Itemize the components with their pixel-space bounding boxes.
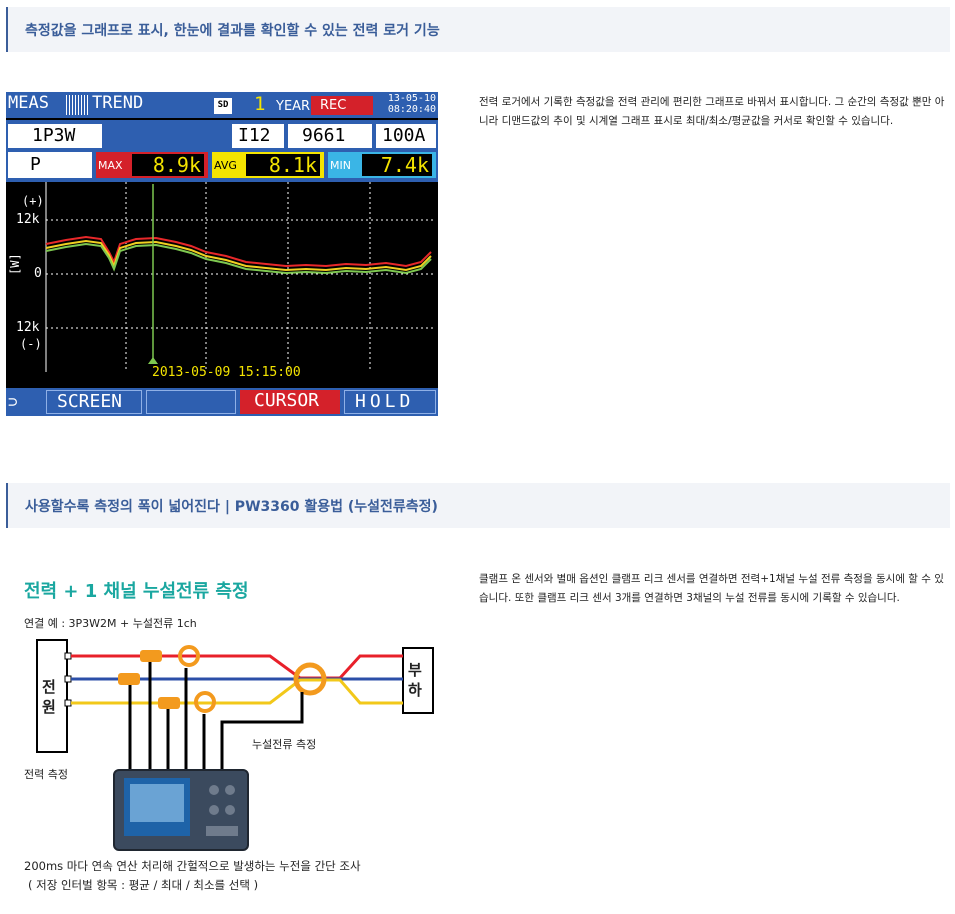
trace-red bbox=[45, 235, 432, 268]
y-plus-label: (+) bbox=[22, 194, 44, 208]
screen-button[interactable]: SCREEN bbox=[46, 390, 142, 414]
diagram-title: 전력 + 1 채널 누설전류 측정 bbox=[24, 581, 249, 602]
min-label: MIN bbox=[330, 159, 351, 172]
source-box bbox=[36, 639, 68, 753]
logger-description: 전력 로거에서 기록한 측정값을 전력 관리에 편리한 그래프로 바꿔서 표시합… bbox=[479, 96, 945, 127]
tab-trend[interactable]: TREND bbox=[92, 93, 144, 113]
logger-screen: MEAS TREND SD 1 YEAR REC 13-05-10 08:20:… bbox=[6, 92, 438, 416]
screen-date: 13-05-10 bbox=[387, 93, 436, 104]
clamp-sensor-4 bbox=[178, 645, 200, 770]
graph-grid bbox=[46, 182, 436, 372]
wiring-diagram bbox=[36, 639, 434, 851]
y-unit-label: [W] bbox=[8, 253, 22, 275]
y-bottom-label: 12k bbox=[16, 320, 40, 335]
leakage-diagram: 전력 + 1 채널 누설전류 측정 연결 예 : 3P3W2M + 누설전류 1… bbox=[0, 570, 470, 910]
sd-card-icon: SD bbox=[214, 98, 232, 114]
cursor-marker[interactable] bbox=[148, 357, 158, 364]
clamp-sensor-1 bbox=[140, 650, 162, 770]
y-minus-label: (-) bbox=[20, 337, 42, 351]
trace-yellow bbox=[45, 239, 432, 272]
cursor-timestamp: 2013-05-09 15:15:00 bbox=[152, 365, 301, 380]
range-field: 100A bbox=[376, 124, 436, 148]
diagram-caption-2: ( 저장 인터벌 항목 : 평균 / 최대 / 최소를 선택 ) bbox=[28, 878, 259, 892]
y-top-label: 12k bbox=[16, 212, 40, 227]
avg-label: AVG bbox=[214, 159, 237, 172]
section-title: 측정값을 그래프로 표시, 한눈에 결과를 확인할 수 있는 전력 로거 기능 bbox=[25, 23, 440, 39]
min-value: 7.4k bbox=[362, 154, 432, 176]
y-zero-label: 0 bbox=[34, 266, 42, 281]
diagram-example: 연결 예 : 3P3W2M + 누설전류 1ch bbox=[24, 617, 197, 630]
pw3360-instrument bbox=[113, 769, 249, 851]
clamp-sensor-3 bbox=[158, 697, 180, 770]
diagram-caption-1: 200ms 마다 연속 연산 처리해 간헐적으로 발생하는 누전을 간단 조사 bbox=[24, 859, 361, 873]
section-title: 사용할수록 측정의 폭이 넓어진다 | PW3360 활용법 (누설전류측정) bbox=[25, 499, 438, 515]
tab-meas[interactable]: MEAS bbox=[8, 93, 49, 113]
blank-function-button[interactable] bbox=[146, 390, 236, 414]
terminal-t bbox=[64, 699, 72, 707]
interval-value: 1 bbox=[254, 93, 266, 115]
clamp-sensor-2 bbox=[118, 673, 140, 770]
section-header-logger: 측정값을 그래프로 표시, 한눈에 결과를 확인할 수 있는 전력 로거 기능 bbox=[6, 7, 950, 52]
leak-clamp-sensor bbox=[220, 662, 327, 770]
max-value: 8.9k bbox=[132, 154, 204, 176]
trace-green bbox=[45, 242, 432, 275]
wiring-field: 1P3W bbox=[8, 124, 102, 148]
min-box: MIN 7.4k bbox=[328, 152, 436, 178]
power-plug-icon: ⊃ bbox=[8, 392, 18, 411]
clamp-sensor-5 bbox=[194, 691, 216, 770]
load-box bbox=[402, 647, 434, 714]
trend-graph bbox=[45, 182, 436, 372]
line-yellow bbox=[71, 678, 403, 705]
value-field: 9661 bbox=[288, 124, 372, 148]
leakage-description: 클램프 온 센서와 별매 옵션인 클램프 리크 센서를 연결하면 전력+1채널 … bbox=[479, 573, 944, 604]
terminal-r bbox=[64, 652, 72, 660]
power-measure-label: 전력 측정 bbox=[24, 768, 68, 781]
tab-separator-hatch bbox=[66, 95, 90, 115]
max-box: MAX 8.9k bbox=[96, 152, 208, 178]
max-label: MAX bbox=[98, 159, 123, 172]
avg-value: 8.1k bbox=[246, 154, 320, 176]
cursor-button[interactable]: CURSOR bbox=[240, 390, 340, 414]
load-label: 부하 bbox=[408, 661, 422, 699]
leak-measure-label: 누설전류 측정 bbox=[252, 738, 317, 751]
source-label: 전원 bbox=[42, 678, 56, 716]
terminal-s bbox=[64, 675, 72, 683]
channel-field: I12 bbox=[232, 124, 284, 148]
rec-indicator: REC bbox=[311, 96, 373, 115]
screen-time: 08:20:40 bbox=[387, 104, 436, 115]
hold-button[interactable]: HOLD bbox=[344, 390, 436, 414]
param-field: P bbox=[8, 152, 92, 178]
interval-unit: YEAR bbox=[276, 99, 311, 114]
avg-box: AVG 8.1k bbox=[212, 152, 324, 178]
section-header-leakage: 사용할수록 측정의 폭이 넓어진다 | PW3360 활용법 (누설전류측정) bbox=[6, 483, 950, 528]
